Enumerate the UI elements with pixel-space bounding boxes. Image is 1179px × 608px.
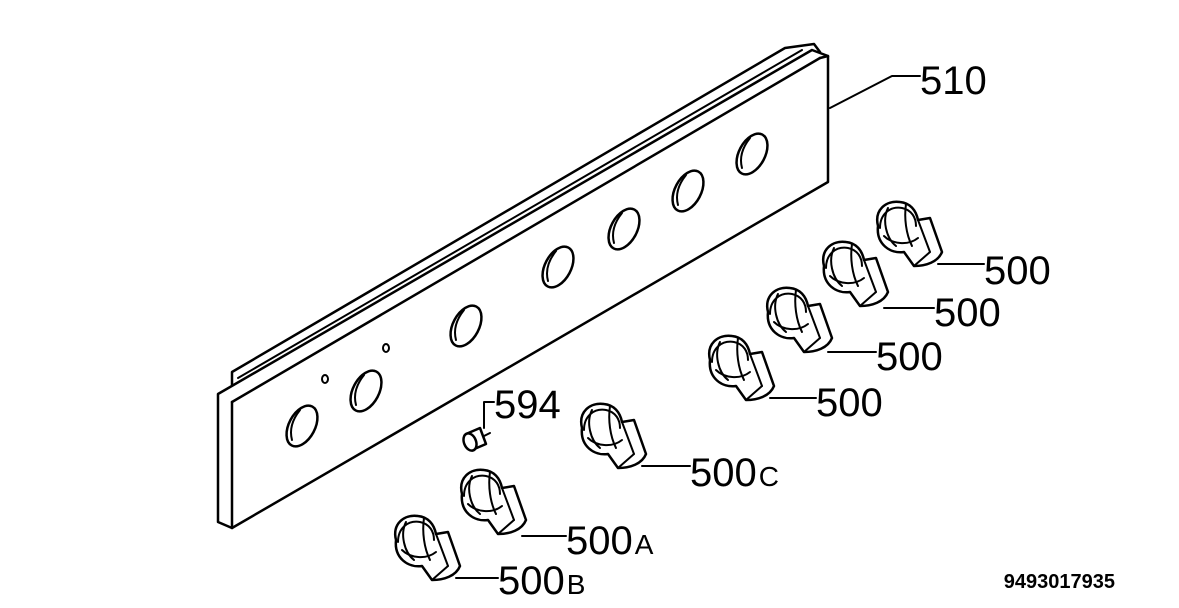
label-knob-500b: 500B (498, 559, 585, 603)
label-knob-500-4: 500 (816, 381, 883, 425)
knob-500a: 500A (459, 468, 654, 563)
control-panel (216, 42, 830, 530)
knob-500c: 500C (579, 402, 779, 495)
panel-hole (541, 245, 575, 289)
label-knob-500-1: 500 (984, 249, 1051, 293)
document-number: 9493017935 (1004, 571, 1115, 593)
label-knob-500c: 500C (690, 451, 779, 495)
knob-500b: 500B (393, 514, 585, 603)
leader-510 (829, 75, 921, 109)
panel-hole (671, 169, 705, 213)
label-510: 510 (920, 59, 987, 103)
label-knob-500-2: 500 (934, 291, 1001, 335)
panel-hole (349, 369, 383, 413)
knob-500-4: 500 (707, 334, 883, 425)
panel-hole (607, 207, 641, 251)
indicator-hole (321, 374, 329, 384)
indicator-hole (382, 343, 390, 353)
panel-holes (285, 132, 769, 448)
knob-500-1: 500 (875, 200, 1051, 293)
panel-hole (449, 304, 483, 348)
knob-500-2: 500 (821, 240, 1001, 335)
label-knob-500a: 500A (566, 519, 654, 563)
knob-500-3: 500 (765, 286, 943, 379)
screw-594: 594 (462, 383, 561, 452)
label-screw-594: 594 (494, 383, 561, 427)
panel-hole (735, 132, 769, 176)
panel-hole (285, 404, 319, 448)
label-knob-500-3: 500 (876, 335, 943, 379)
